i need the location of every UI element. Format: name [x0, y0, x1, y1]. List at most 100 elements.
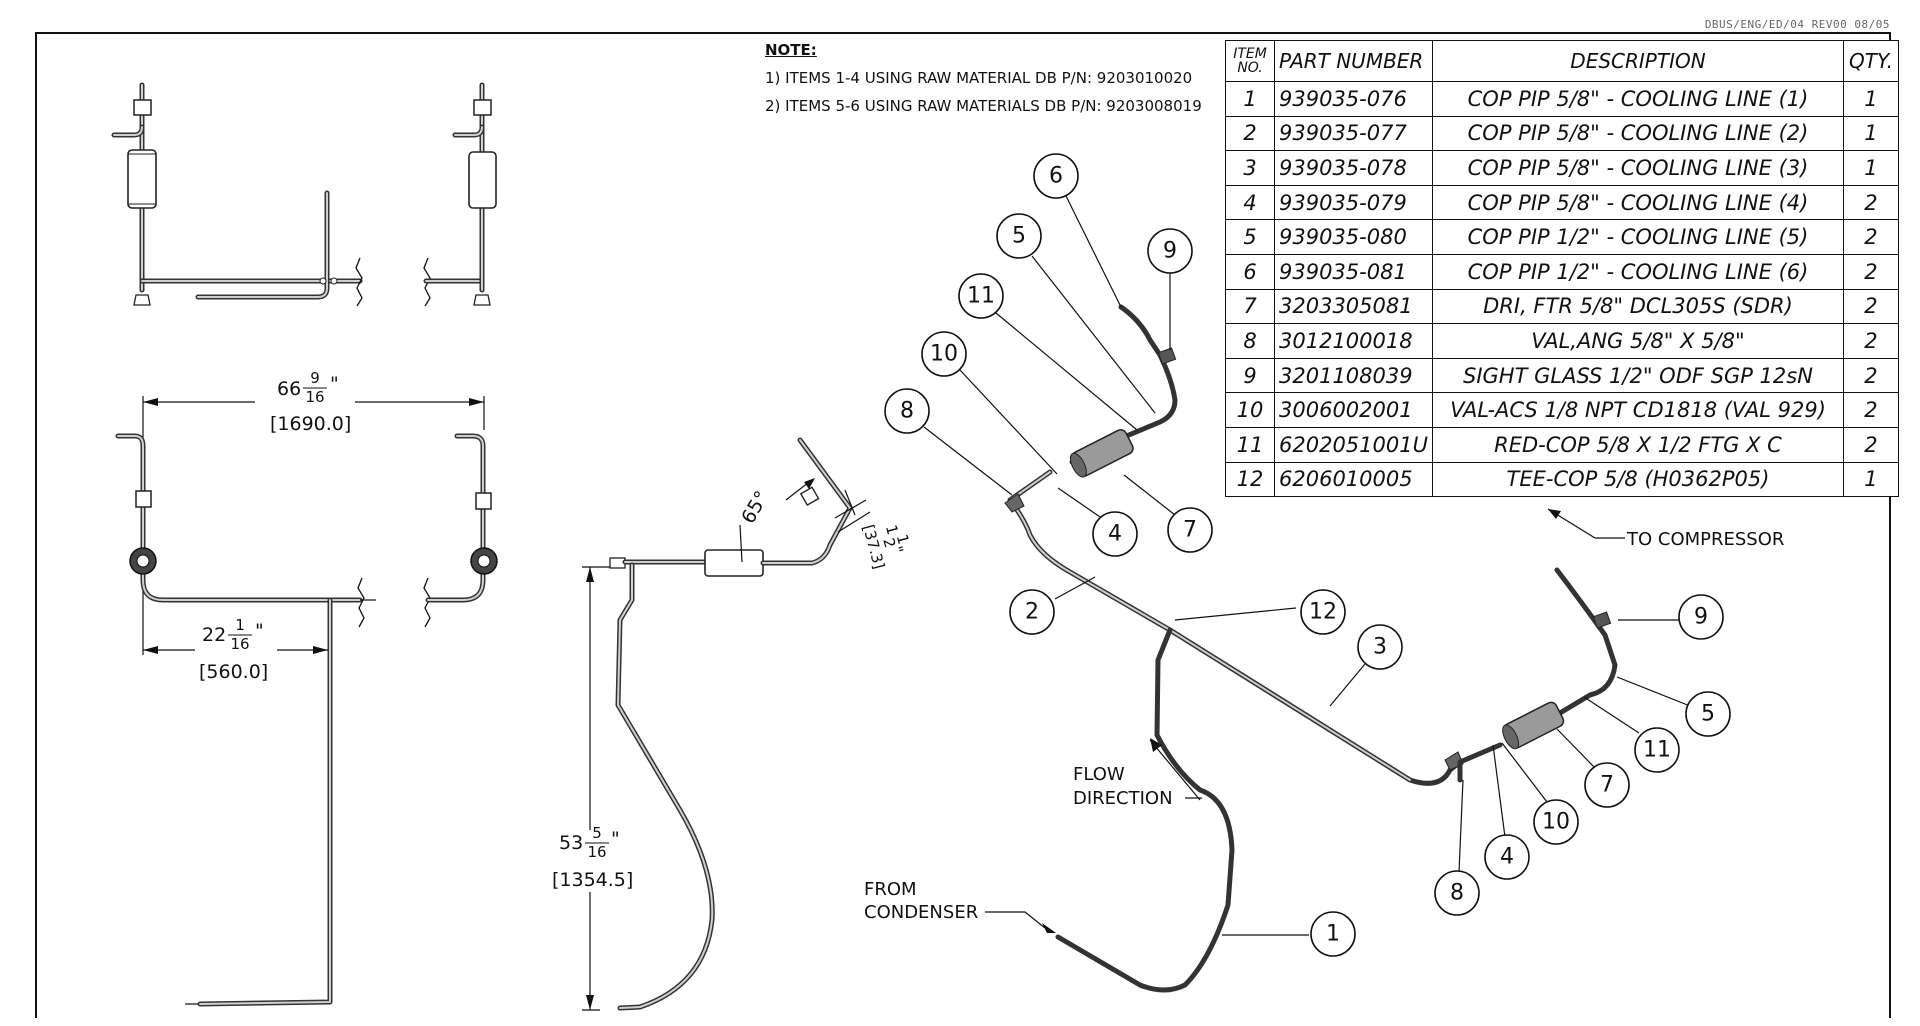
- balloon-4: 4: [1484, 834, 1530, 880]
- isometric-view: [1004, 304, 1618, 993]
- cell-qty: 2: [1842, 392, 1899, 428]
- document-reference: DBUS/ENG/ED/04 REV00 08/05: [1704, 18, 1890, 31]
- front-view: [115, 396, 498, 1007]
- header-part-number: PART NUMBER: [1274, 40, 1433, 82]
- dim-denominator: 16: [230, 635, 249, 653]
- sight-glass-icon: [1157, 347, 1177, 365]
- cell-part-number: 939035-079: [1274, 184, 1433, 221]
- balloon-10: 10: [921, 331, 967, 377]
- balloon-10: 10: [1533, 799, 1579, 845]
- svg-text:5: 5: [1701, 702, 1715, 727]
- to-compressor-label: TO COMPRESSOR: [1626, 529, 1784, 550]
- svg-text:4: 4: [1500, 845, 1514, 870]
- cell-part-number: 6206010005: [1274, 461, 1433, 498]
- dim-short-length: 1 1 2 " [37.3]: [859, 523, 912, 571]
- cell-qty: 2: [1842, 184, 1899, 221]
- cell-description: RED-COP 5/8 X 1/2 FTG X C: [1431, 426, 1844, 463]
- dim-numerator: 9: [310, 369, 320, 387]
- dim-whole: 66: [277, 378, 301, 400]
- svg-text:8: 8: [900, 399, 914, 424]
- cell-item-no: 4: [1225, 184, 1275, 221]
- flow-direction-label-line1: FLOW: [1073, 764, 1125, 785]
- cell-qty: 2: [1842, 426, 1899, 463]
- drawing-border: [35, 32, 1891, 1018]
- filter-drier-icon: [1069, 429, 1134, 478]
- dim-denominator: 2: [879, 536, 899, 550]
- balloon-11: 11: [958, 273, 1004, 319]
- from-condenser-label-line1: FROM: [864, 879, 917, 900]
- svg-text:6: 6: [1049, 164, 1063, 189]
- cell-part-number: 3012100018: [1274, 323, 1433, 359]
- cell-item-no: 11: [1225, 426, 1275, 463]
- sight-glass-icon: [1592, 611, 1612, 629]
- side-view: [582, 437, 871, 1011]
- cell-qty: 1: [1842, 461, 1899, 498]
- svg-text:9: 9: [1163, 239, 1177, 264]
- balloon-group-lower: 9 5 11 7 10 4 8: [1434, 594, 1731, 916]
- balloon-group-middle: 2 12 3 1: [1009, 589, 1403, 957]
- dim-unit: ": [330, 373, 339, 395]
- cell-description: COP PIP 5/8" - COOLING LINE (3): [1431, 150, 1844, 186]
- filter-drier-icon: [468, 151, 497, 209]
- cell-item-no: 2: [1225, 115, 1275, 152]
- cell-description: SIGHT GLASS 1/2" ODF SGP 12sN: [1431, 357, 1844, 394]
- cell-qty: 1: [1842, 81, 1899, 117]
- angle-label: 65°: [737, 487, 773, 527]
- dim-whole: 22: [202, 624, 226, 646]
- from-condenser-label-line2: CONDENSER: [864, 902, 978, 923]
- cell-part-number: 939035-078: [1274, 150, 1433, 186]
- svg-text:9: 9: [1694, 605, 1708, 630]
- balloon-3: 3: [1357, 624, 1403, 670]
- cell-description: COP PIP 5/8" - COOLING LINE (1): [1431, 81, 1844, 117]
- balloon-7: 7: [1584, 762, 1630, 808]
- balloon-12: 12: [1300, 589, 1346, 635]
- filter-drier-icon: [1502, 701, 1565, 750]
- dim-whole: 1: [882, 523, 902, 537]
- dim-denominator: 16: [305, 388, 324, 406]
- note-line-2: 2) ITEMS 5-6 USING RAW MATERIALS DB P/N:…: [765, 97, 1202, 115]
- cell-item-no: 12: [1225, 461, 1275, 498]
- cell-qty: 2: [1842, 253, 1899, 290]
- svg-text:11: 11: [967, 284, 995, 309]
- note-line-1: 1) ITEMS 1-4 USING RAW MATERIAL DB P/N: …: [765, 69, 1193, 87]
- svg-text:7: 7: [1600, 773, 1614, 798]
- filter-drier-icon: [704, 549, 764, 577]
- balloon-6: 6: [1033, 153, 1079, 199]
- header-qty: QTY.: [1842, 40, 1899, 82]
- dim-numerator: 5: [592, 824, 602, 842]
- balloon-2: 2: [1009, 589, 1055, 635]
- dim-metric: [1690.0]: [270, 413, 351, 435]
- dim-angle: 65°: [737, 487, 773, 527]
- dim-unit: ": [611, 828, 620, 850]
- balloon-9: 9: [1147, 228, 1193, 274]
- balloon-9: 9: [1678, 594, 1724, 640]
- cell-item-no: 8: [1225, 323, 1275, 359]
- filter-drier-icon: [127, 149, 157, 209]
- dim-height: 53 5 16 " [1354.5]: [552, 824, 633, 891]
- cell-part-number: 939035-081: [1274, 253, 1433, 290]
- dim-metric: [560.0]: [199, 661, 268, 683]
- cell-description: COP PIP 1/2" - COOLING LINE (6): [1431, 253, 1844, 290]
- balloon-11: 11: [1634, 727, 1680, 773]
- cell-qty: 2: [1842, 219, 1899, 255]
- svg-text:2: 2: [1025, 600, 1039, 625]
- cell-part-number: 939035-077: [1274, 115, 1433, 152]
- cell-description: DRI, FTR 5/8" DCL305S (SDR): [1431, 288, 1844, 325]
- cell-part-number: 939035-080: [1274, 219, 1433, 255]
- balloon-5: 5: [996, 213, 1042, 259]
- balloon-4: 4: [1092, 511, 1138, 557]
- leader-lines: [923, 195, 1691, 936]
- dim-metric: [1354.5]: [552, 869, 633, 891]
- cell-part-number: 3203305081: [1274, 288, 1433, 325]
- dim-numerator: 1: [235, 616, 245, 634]
